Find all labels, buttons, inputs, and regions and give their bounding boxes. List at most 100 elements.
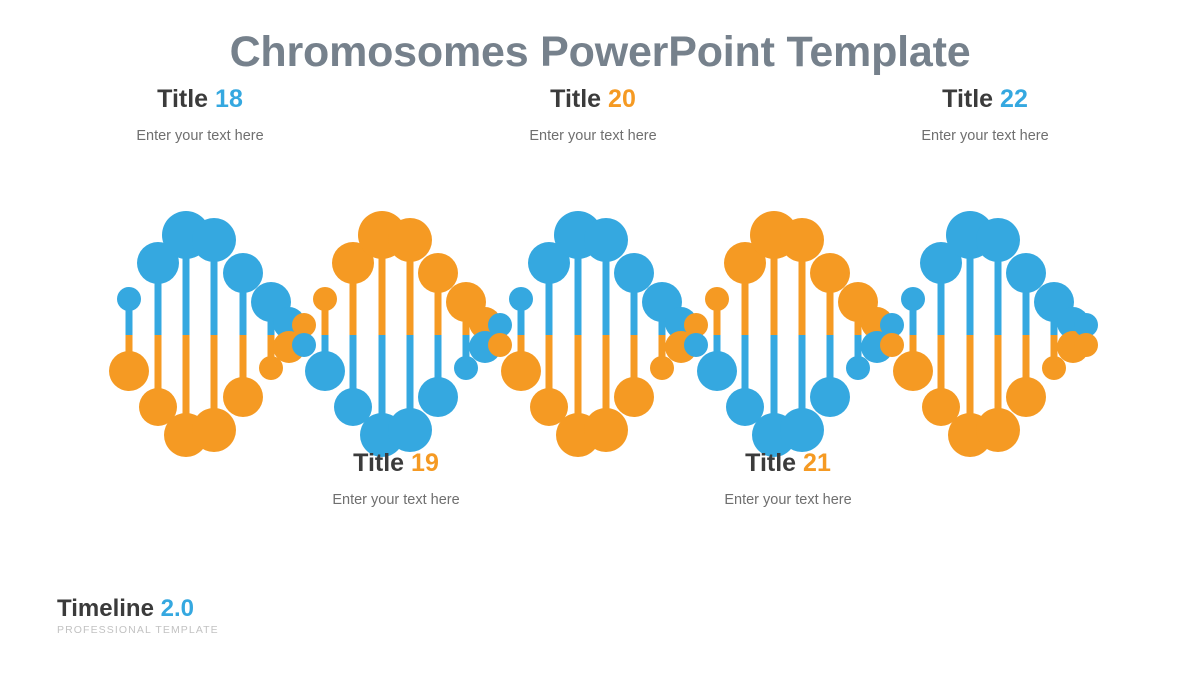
dna-rung <box>642 282 682 380</box>
dna-rung-bar-bottom <box>826 335 834 397</box>
title-block-22[interactable]: Title 22 Enter your text here <box>855 85 1115 143</box>
dna-node-bottom <box>922 388 960 426</box>
dna-rung-bar-top <box>210 240 218 335</box>
dna-rung-bar-top <box>602 240 610 335</box>
dna-node-bottom <box>418 377 458 417</box>
dna-rung-bar-top <box>239 273 247 335</box>
dna-rung-bar-bottom <box>630 335 638 397</box>
title-block-21-heading: Title 21 <box>658 449 918 478</box>
dna-rung-bar-top <box>496 325 504 335</box>
dna-rung <box>1006 253 1046 417</box>
dna-rung-bar-top <box>888 325 896 335</box>
dna-rung <box>223 253 263 417</box>
dna-node-bottom <box>665 331 697 363</box>
dna-rung-bar-bottom <box>692 335 700 345</box>
dna-node-bottom <box>1006 377 1046 417</box>
dna-rung <box>665 307 697 363</box>
dna-rung <box>697 287 737 391</box>
dna-rung-bar-top <box>658 302 666 335</box>
dna-node-bottom <box>273 331 305 363</box>
dna-rung-bar-bottom <box>966 335 974 435</box>
dna-node-bottom <box>614 377 654 417</box>
dna-rung-bar-bottom <box>285 335 293 347</box>
dna-node-bottom <box>880 333 904 357</box>
dna-rung-bar-top <box>873 323 881 335</box>
title-block-20-label: Title <box>550 85 602 113</box>
dna-rung <box>684 313 708 357</box>
dna-rung-bar-bottom <box>741 335 749 407</box>
dna-rung-bar-top <box>125 299 133 335</box>
dna-rung <box>109 287 149 391</box>
dna-node-bottom <box>726 388 764 426</box>
dna-rung <box>946 211 994 457</box>
dna-rung-bar-top <box>182 235 190 335</box>
dna-rung <box>893 287 933 391</box>
dna-rung-bar-top <box>1050 302 1058 335</box>
title-block-20-subtitle: Enter your text here <box>529 127 657 144</box>
dna-rung-bar-top <box>677 323 685 335</box>
dna-node-bottom <box>1057 331 1089 363</box>
dna-rung-bar-bottom <box>517 335 525 371</box>
dna-rung <box>976 218 1020 452</box>
title-block-18-number: 18 <box>215 85 243 113</box>
dna-rung-bar-top <box>406 240 414 335</box>
dna-rung <box>1034 282 1074 380</box>
dna-rung <box>880 313 904 357</box>
title-block-22-number: 22 <box>1000 85 1028 113</box>
dna-rung-bar-bottom <box>434 335 442 397</box>
dna-node-top <box>332 242 374 284</box>
dna-node-bottom <box>388 408 432 452</box>
dna-node-bottom <box>1042 356 1066 380</box>
title-block-21[interactable]: Title 21 Enter your text here <box>658 449 918 507</box>
dna-node-top <box>251 282 291 322</box>
dna-rung <box>920 242 962 426</box>
title-block-18-label: Title <box>157 85 209 113</box>
dna-rung-bar-top <box>1069 323 1077 335</box>
dna-rung-bar-top <box>545 263 553 335</box>
footer-brand: Timeline <box>57 595 154 622</box>
dna-rung-bar-top <box>966 235 974 335</box>
dna-rung-bar-top <box>770 235 778 335</box>
title-block-19-subtitle: Enter your text here <box>332 491 460 508</box>
dna-rung <box>388 218 432 452</box>
dna-rung <box>861 307 893 363</box>
dna-node-top <box>724 242 766 284</box>
dna-node-top <box>750 211 798 259</box>
dna-rung <box>750 211 798 457</box>
dna-rung-bar-top <box>517 299 525 335</box>
dna-rung <box>838 282 878 380</box>
dna-node-bottom <box>454 356 478 380</box>
dna-rung <box>192 218 236 452</box>
dna-node-top <box>861 307 893 339</box>
title-block-19-label: Title <box>353 449 405 477</box>
footer-title: Timeline 2.0 <box>57 596 219 621</box>
dna-node-top <box>1074 313 1098 337</box>
title-block-20-heading: Title 20 <box>463 85 723 114</box>
title-block-20[interactable]: Title 20 Enter your text here <box>463 85 723 144</box>
dna-rung <box>251 282 291 380</box>
dna-rung-bar-bottom <box>378 335 386 435</box>
dna-rung-bar-bottom <box>994 335 1002 430</box>
title-block-22-label: Title <box>942 85 994 113</box>
title-block-18-subtitle: Enter your text here <box>136 127 264 144</box>
footer-tagline: PROFESSIONAL TEMPLATE <box>57 624 219 637</box>
title-block-18[interactable]: Title 18 Enter your text here <box>70 85 330 144</box>
dna-rung <box>1074 313 1098 357</box>
dna-rung-bar-top <box>462 302 470 335</box>
dna-rung <box>810 253 850 417</box>
dna-node-top <box>469 307 501 339</box>
dna-rung-bar-top <box>434 273 442 335</box>
dna-node-bottom <box>192 408 236 452</box>
title-block-19[interactable]: Title 19 Enter your text here <box>266 449 526 508</box>
dna-rung-bar-top <box>154 263 162 335</box>
dna-rung-bar-top <box>937 263 945 335</box>
dna-node-top <box>584 218 628 262</box>
dna-node-top <box>1034 282 1074 322</box>
dna-rung-bar-bottom <box>300 335 308 345</box>
dna-rung-bar-bottom <box>770 335 778 435</box>
dna-rung-bar-top <box>349 263 357 335</box>
page-title: Chromosomes PowerPoint Template <box>229 28 971 76</box>
dna-rung <box>614 253 654 417</box>
dna-rung-bar-bottom <box>406 335 414 430</box>
dna-node-top <box>292 313 316 337</box>
